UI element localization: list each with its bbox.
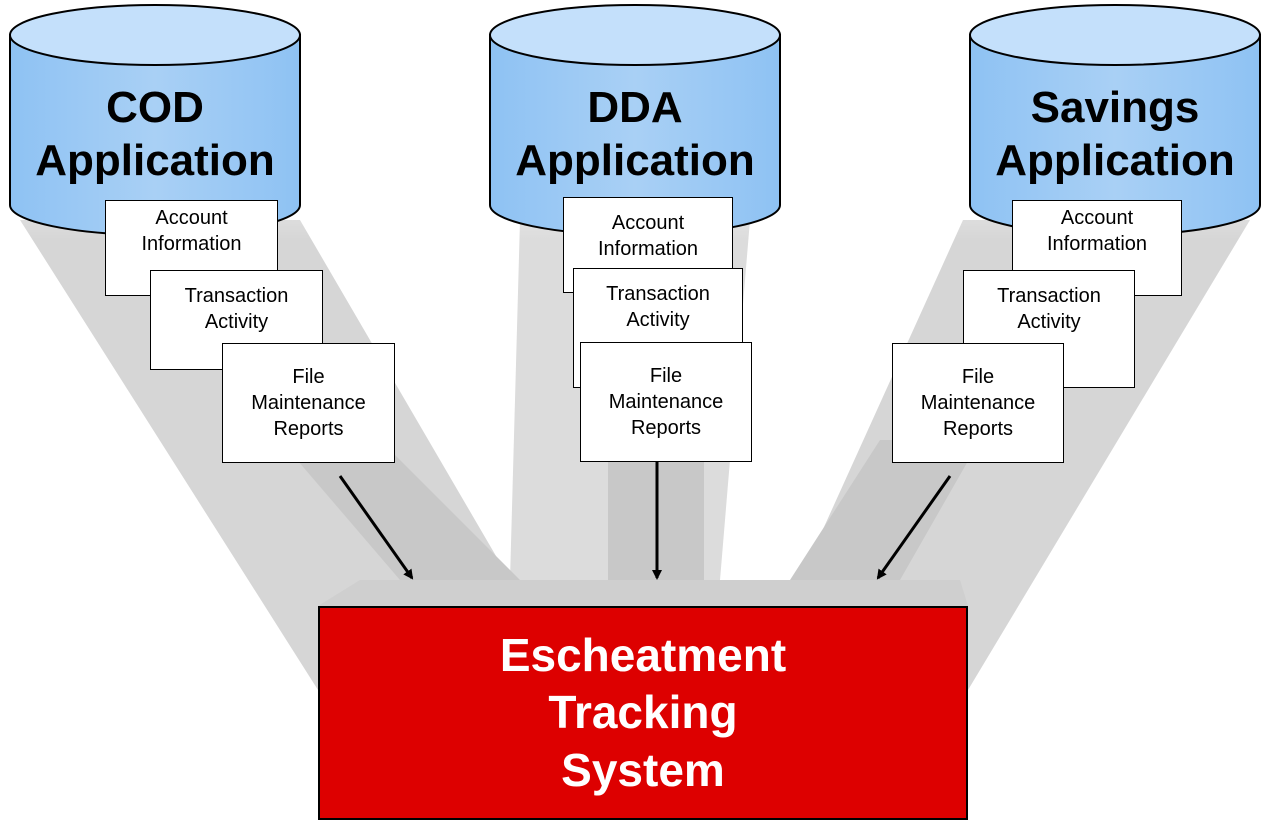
arrow-savings-to-ets <box>876 475 952 580</box>
right-band <box>790 440 980 580</box>
arrow-cod-to-ets <box>338 475 414 580</box>
cylinder-cod <box>9 4 301 236</box>
savings-file-maintenance-reports-doc: File Maintenance Reports <box>892 343 1064 463</box>
cylinder-savings <box>969 4 1261 236</box>
cylinder-dda <box>489 4 781 236</box>
escheatment-tracking-system-box: Escheatment Tracking System <box>318 606 968 820</box>
escheatment-tracking-system-title: Escheatment Tracking System <box>499 628 787 796</box>
dda-file-maintenance-reports-doc: File Maintenance Reports <box>580 342 752 462</box>
cod-file-maintenance-reports-doc: File Maintenance Reports <box>222 343 395 463</box>
savings-application-title: Savings Application <box>995 83 1235 185</box>
left-band <box>280 440 520 580</box>
dda-application-title: DDA Application <box>515 83 755 185</box>
cod-application-title: COD Application <box>35 83 275 185</box>
funnel-base <box>318 580 968 606</box>
